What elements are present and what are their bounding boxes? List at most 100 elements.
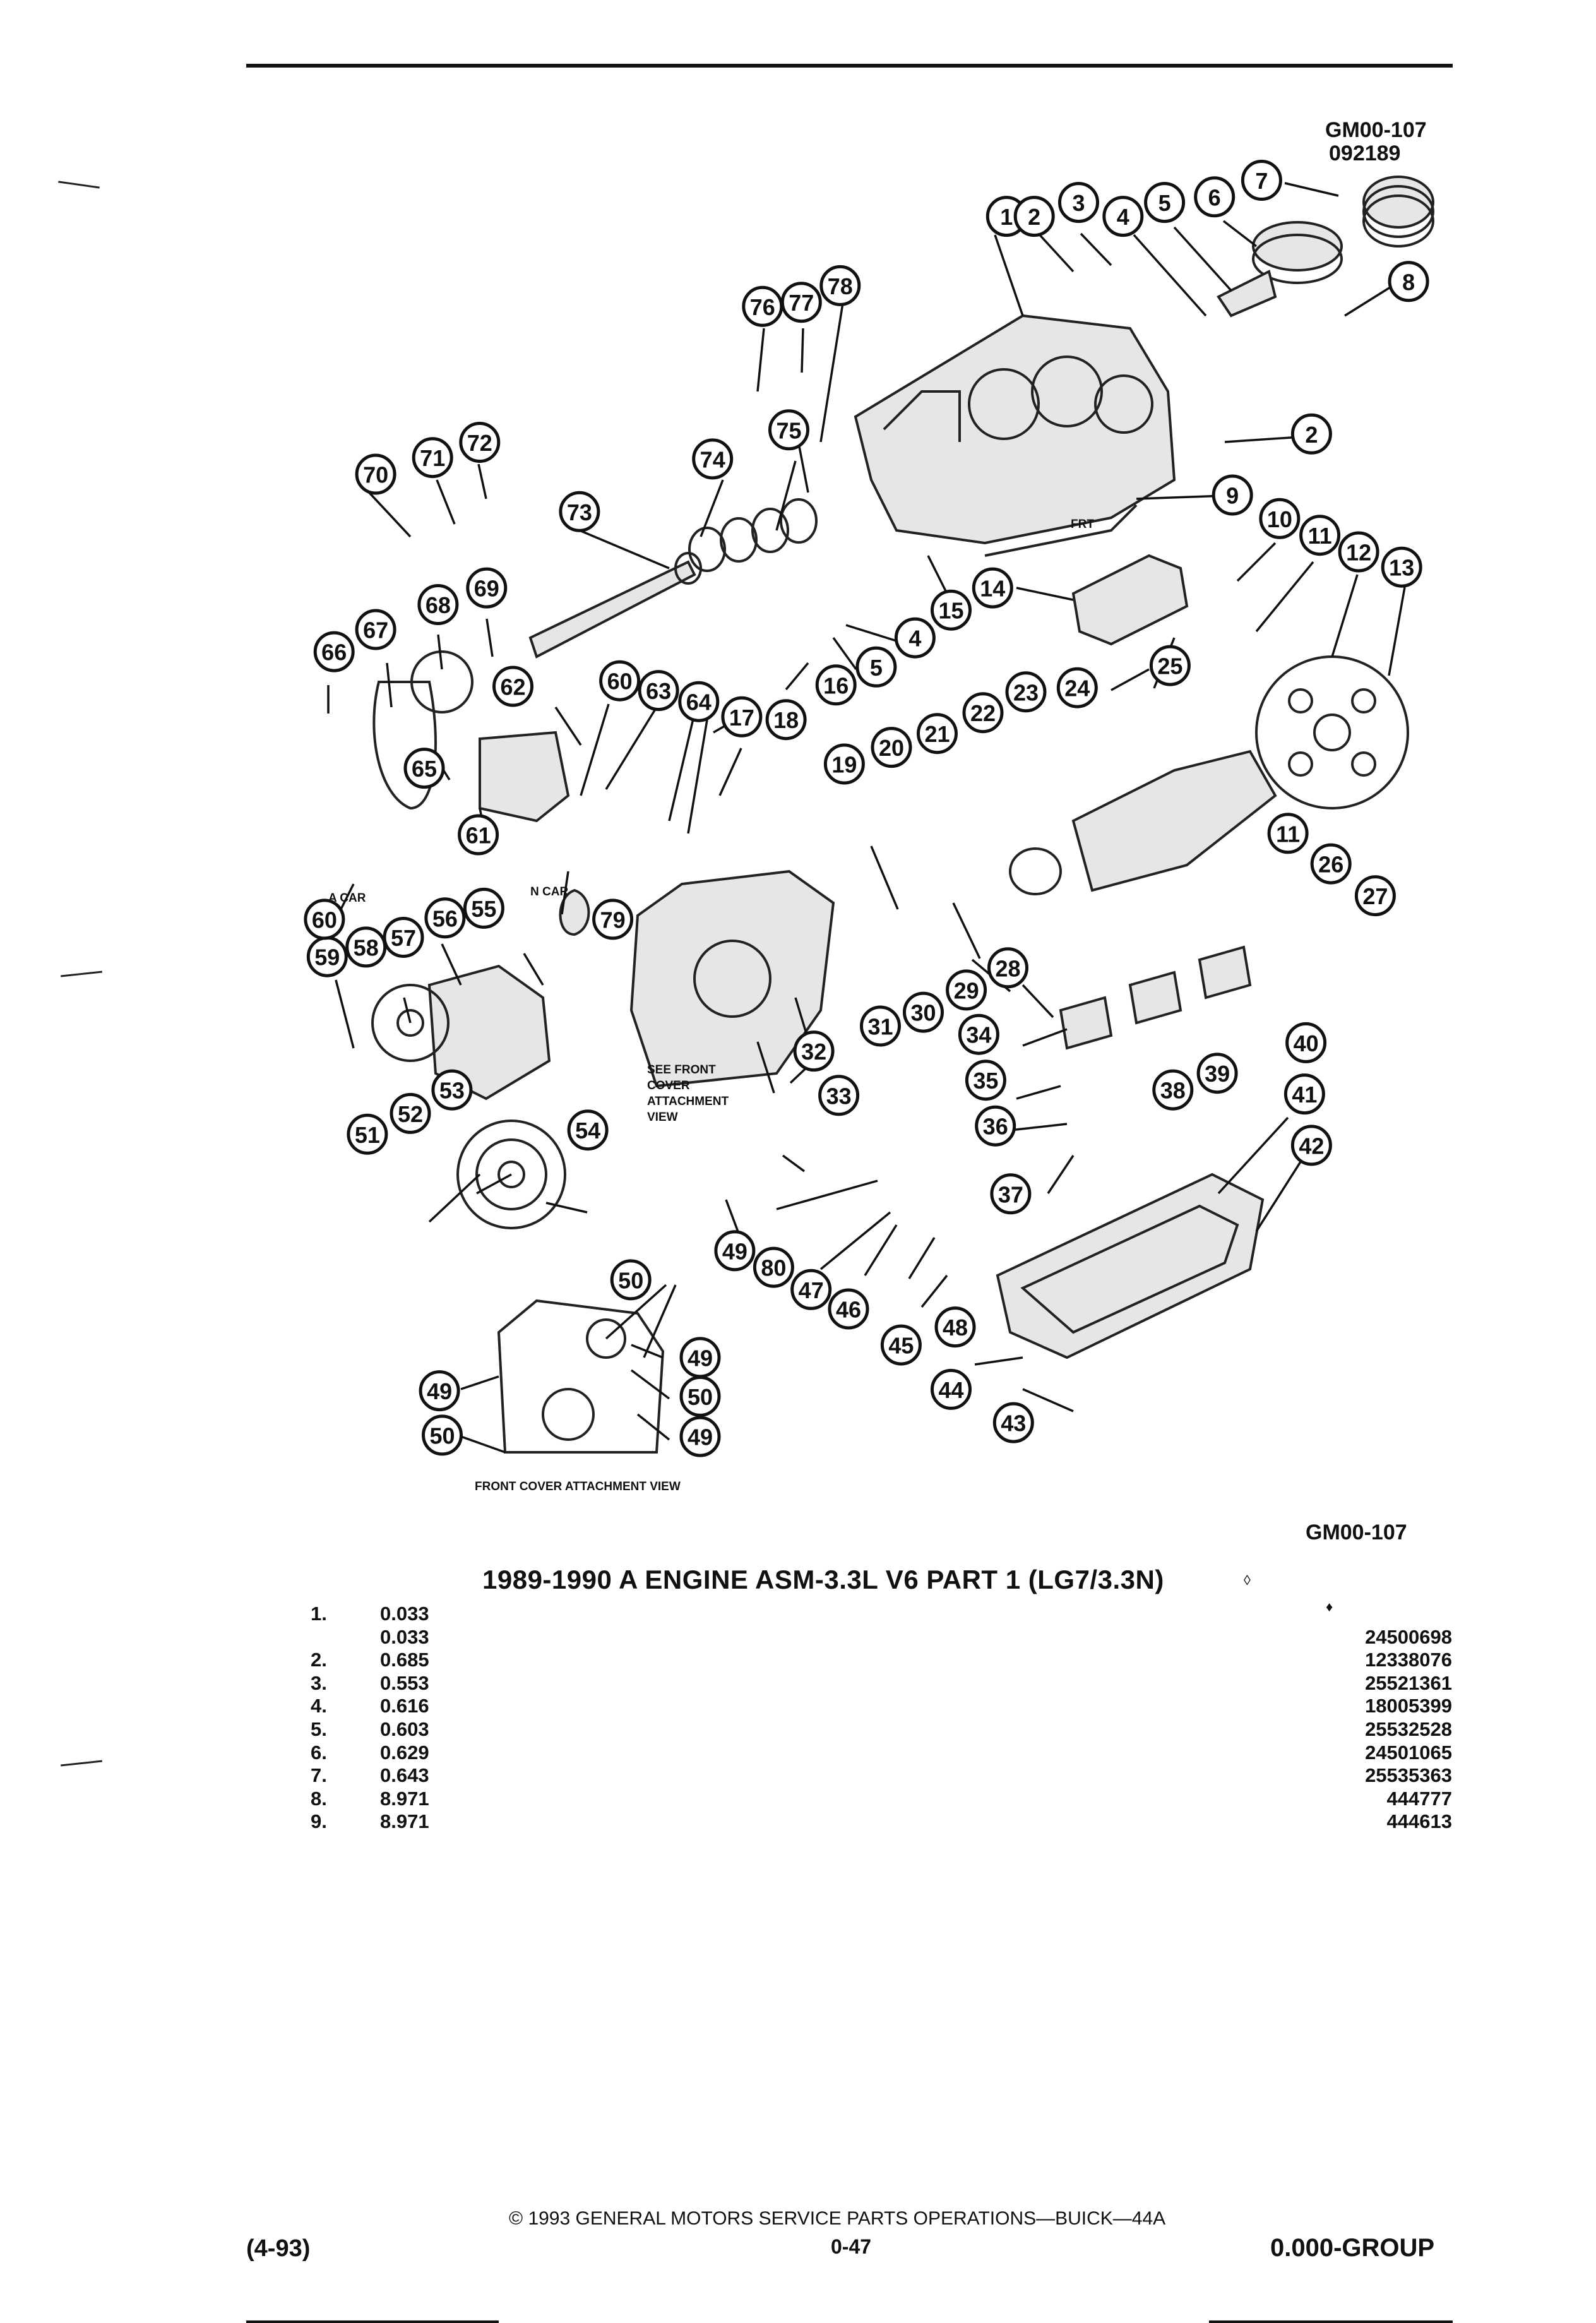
callout-number: 35	[973, 1068, 998, 1094]
callout-circle	[815, 664, 857, 706]
callout-c49: 49	[714, 1230, 756, 1272]
row-index: 6.	[311, 1741, 327, 1764]
see-front-cover-line1: SEE FRONT	[647, 1063, 716, 1077]
callout-circle	[466, 567, 508, 609]
callout-number: 50	[429, 1423, 455, 1448]
callout-circle	[987, 947, 1028, 989]
callout-c61: 61	[458, 814, 499, 856]
callout-number: 21	[924, 721, 950, 747]
callout-c53: 53	[431, 1069, 473, 1111]
water-pump-drawing	[371, 964, 551, 1101]
callout-c22: 22	[962, 692, 1004, 734]
callout-circle	[1102, 196, 1144, 237]
callout-circle	[1152, 1069, 1194, 1111]
row-quantity: 8.971	[380, 1787, 429, 1810]
callout-circle	[903, 991, 944, 1033]
callout-circle	[931, 1368, 972, 1410]
callout-c38: 38	[1152, 1069, 1194, 1111]
footer-group: 0.000-GROUP	[1270, 2234, 1435, 2262]
callout-c44: 44	[931, 1368, 972, 1410]
callout-c60: 60	[599, 660, 641, 702]
callout-number: 30	[910, 1000, 936, 1026]
callout-number: 67	[363, 618, 388, 643]
callout-number: 11	[1276, 821, 1300, 847]
figure-reference: GM00-107	[1306, 1520, 1407, 1544]
parts-list-row: 4.0.616BEARING KIT,CONN ROD ............…	[0, 1695, 1596, 1719]
callout-number: 49	[688, 1345, 713, 1371]
see-front-cover-line2: COVER	[647, 1079, 690, 1092]
callout-c43: 43	[992, 1402, 1034, 1443]
callout-number: 54	[575, 1118, 600, 1144]
callout-c40: 40	[1285, 1022, 1327, 1063]
callout-circle	[417, 584, 459, 625]
callout-circle	[1056, 667, 1098, 708]
callout-c58: 58	[345, 926, 387, 968]
callout-c69: 69	[466, 567, 508, 609]
row-quantity: 0.553	[380, 1671, 429, 1694]
callout-number: 11	[1308, 523, 1332, 549]
callout-c75: 75	[768, 409, 809, 451]
callout-circle	[992, 1402, 1034, 1443]
parts-list-row: 1.0.033BLOCK, ENG FITTED (INCL 26,34,38,…	[0, 1603, 1596, 1627]
callout-circle	[610, 1259, 652, 1301]
callout-c21: 21	[917, 713, 958, 755]
callout-circle	[567, 1109, 609, 1151]
callout-number: 5	[870, 655, 883, 681]
callout-circle	[355, 453, 396, 495]
row-index: 9.	[311, 1810, 327, 1833]
callout-circle	[1310, 843, 1352, 885]
callout-number: 28	[995, 955, 1020, 981]
callout-circle	[1259, 498, 1301, 539]
figure-date: 092189	[1329, 141, 1401, 165]
callout-c18: 18	[765, 699, 807, 741]
row-quantity: 0.643	[380, 1764, 429, 1787]
row-part-number: 18005399	[1365, 1695, 1452, 1717]
callout-circle	[313, 631, 355, 672]
row-quantity: 0.603	[380, 1718, 429, 1740]
callout-number: 10	[1267, 506, 1292, 532]
callout-number: 36	[983, 1114, 1008, 1140]
callout-circle	[355, 609, 396, 650]
callout-c29: 29	[946, 969, 987, 1011]
callout-number: 55	[471, 896, 496, 922]
row-index: 4.	[311, 1695, 327, 1717]
callout-number: 13	[1389, 555, 1414, 581]
callout-number: 3	[1072, 190, 1085, 216]
callout-number: 5	[1158, 190, 1171, 216]
callout-number: 38	[1160, 1078, 1186, 1104]
callout-circle	[975, 1105, 1016, 1147]
callout-circle	[765, 699, 807, 741]
row-quantity: 0.629	[380, 1741, 429, 1764]
callout-c7: 7	[1241, 160, 1282, 201]
row-quantity: 0.033	[380, 1625, 429, 1648]
callout-circle	[753, 1246, 794, 1288]
parts-list-title: 1989-1990 A ENGINE ASM-3.3L V6 PART 1 (L…	[482, 1565, 1164, 1594]
callout-number: 37	[998, 1181, 1023, 1207]
callout-number: 15	[938, 598, 963, 624]
title-mark: ◊	[1244, 1572, 1251, 1588]
callout-circle	[934, 1306, 976, 1348]
callout-c51: 51	[347, 1113, 388, 1155]
a-car-label: A CAR	[328, 892, 366, 905]
camshaft-drawing	[528, 498, 818, 659]
callout-c49a: 49	[419, 1370, 460, 1412]
callout-circle	[780, 282, 822, 323]
callout-number: 49	[427, 1378, 452, 1404]
callout-circle	[962, 692, 1004, 734]
callout-c64: 64	[678, 681, 720, 722]
row-part-number: 25532528	[1365, 1718, 1452, 1740]
row-part-number: 24501065	[1365, 1741, 1452, 1764]
parts-list-row: 7.0.643RING KIT, PSTN ..................…	[0, 1764, 1596, 1788]
callout-c36: 36	[975, 1105, 1016, 1147]
callout-circle	[679, 1416, 721, 1457]
n-car-label: N CAR	[530, 885, 568, 899]
callout-circle	[855, 646, 897, 688]
callout-number: 27	[1362, 883, 1388, 909]
callout-c23: 23	[1005, 671, 1047, 713]
row-quantity: 8.971	[380, 1810, 429, 1833]
callout-number: 57	[391, 925, 416, 951]
callout-c77: 77	[780, 282, 822, 323]
callout-number: 4	[1117, 204, 1129, 230]
callout-number: 76	[750, 294, 775, 320]
callout-number: 32	[801, 1039, 826, 1065]
